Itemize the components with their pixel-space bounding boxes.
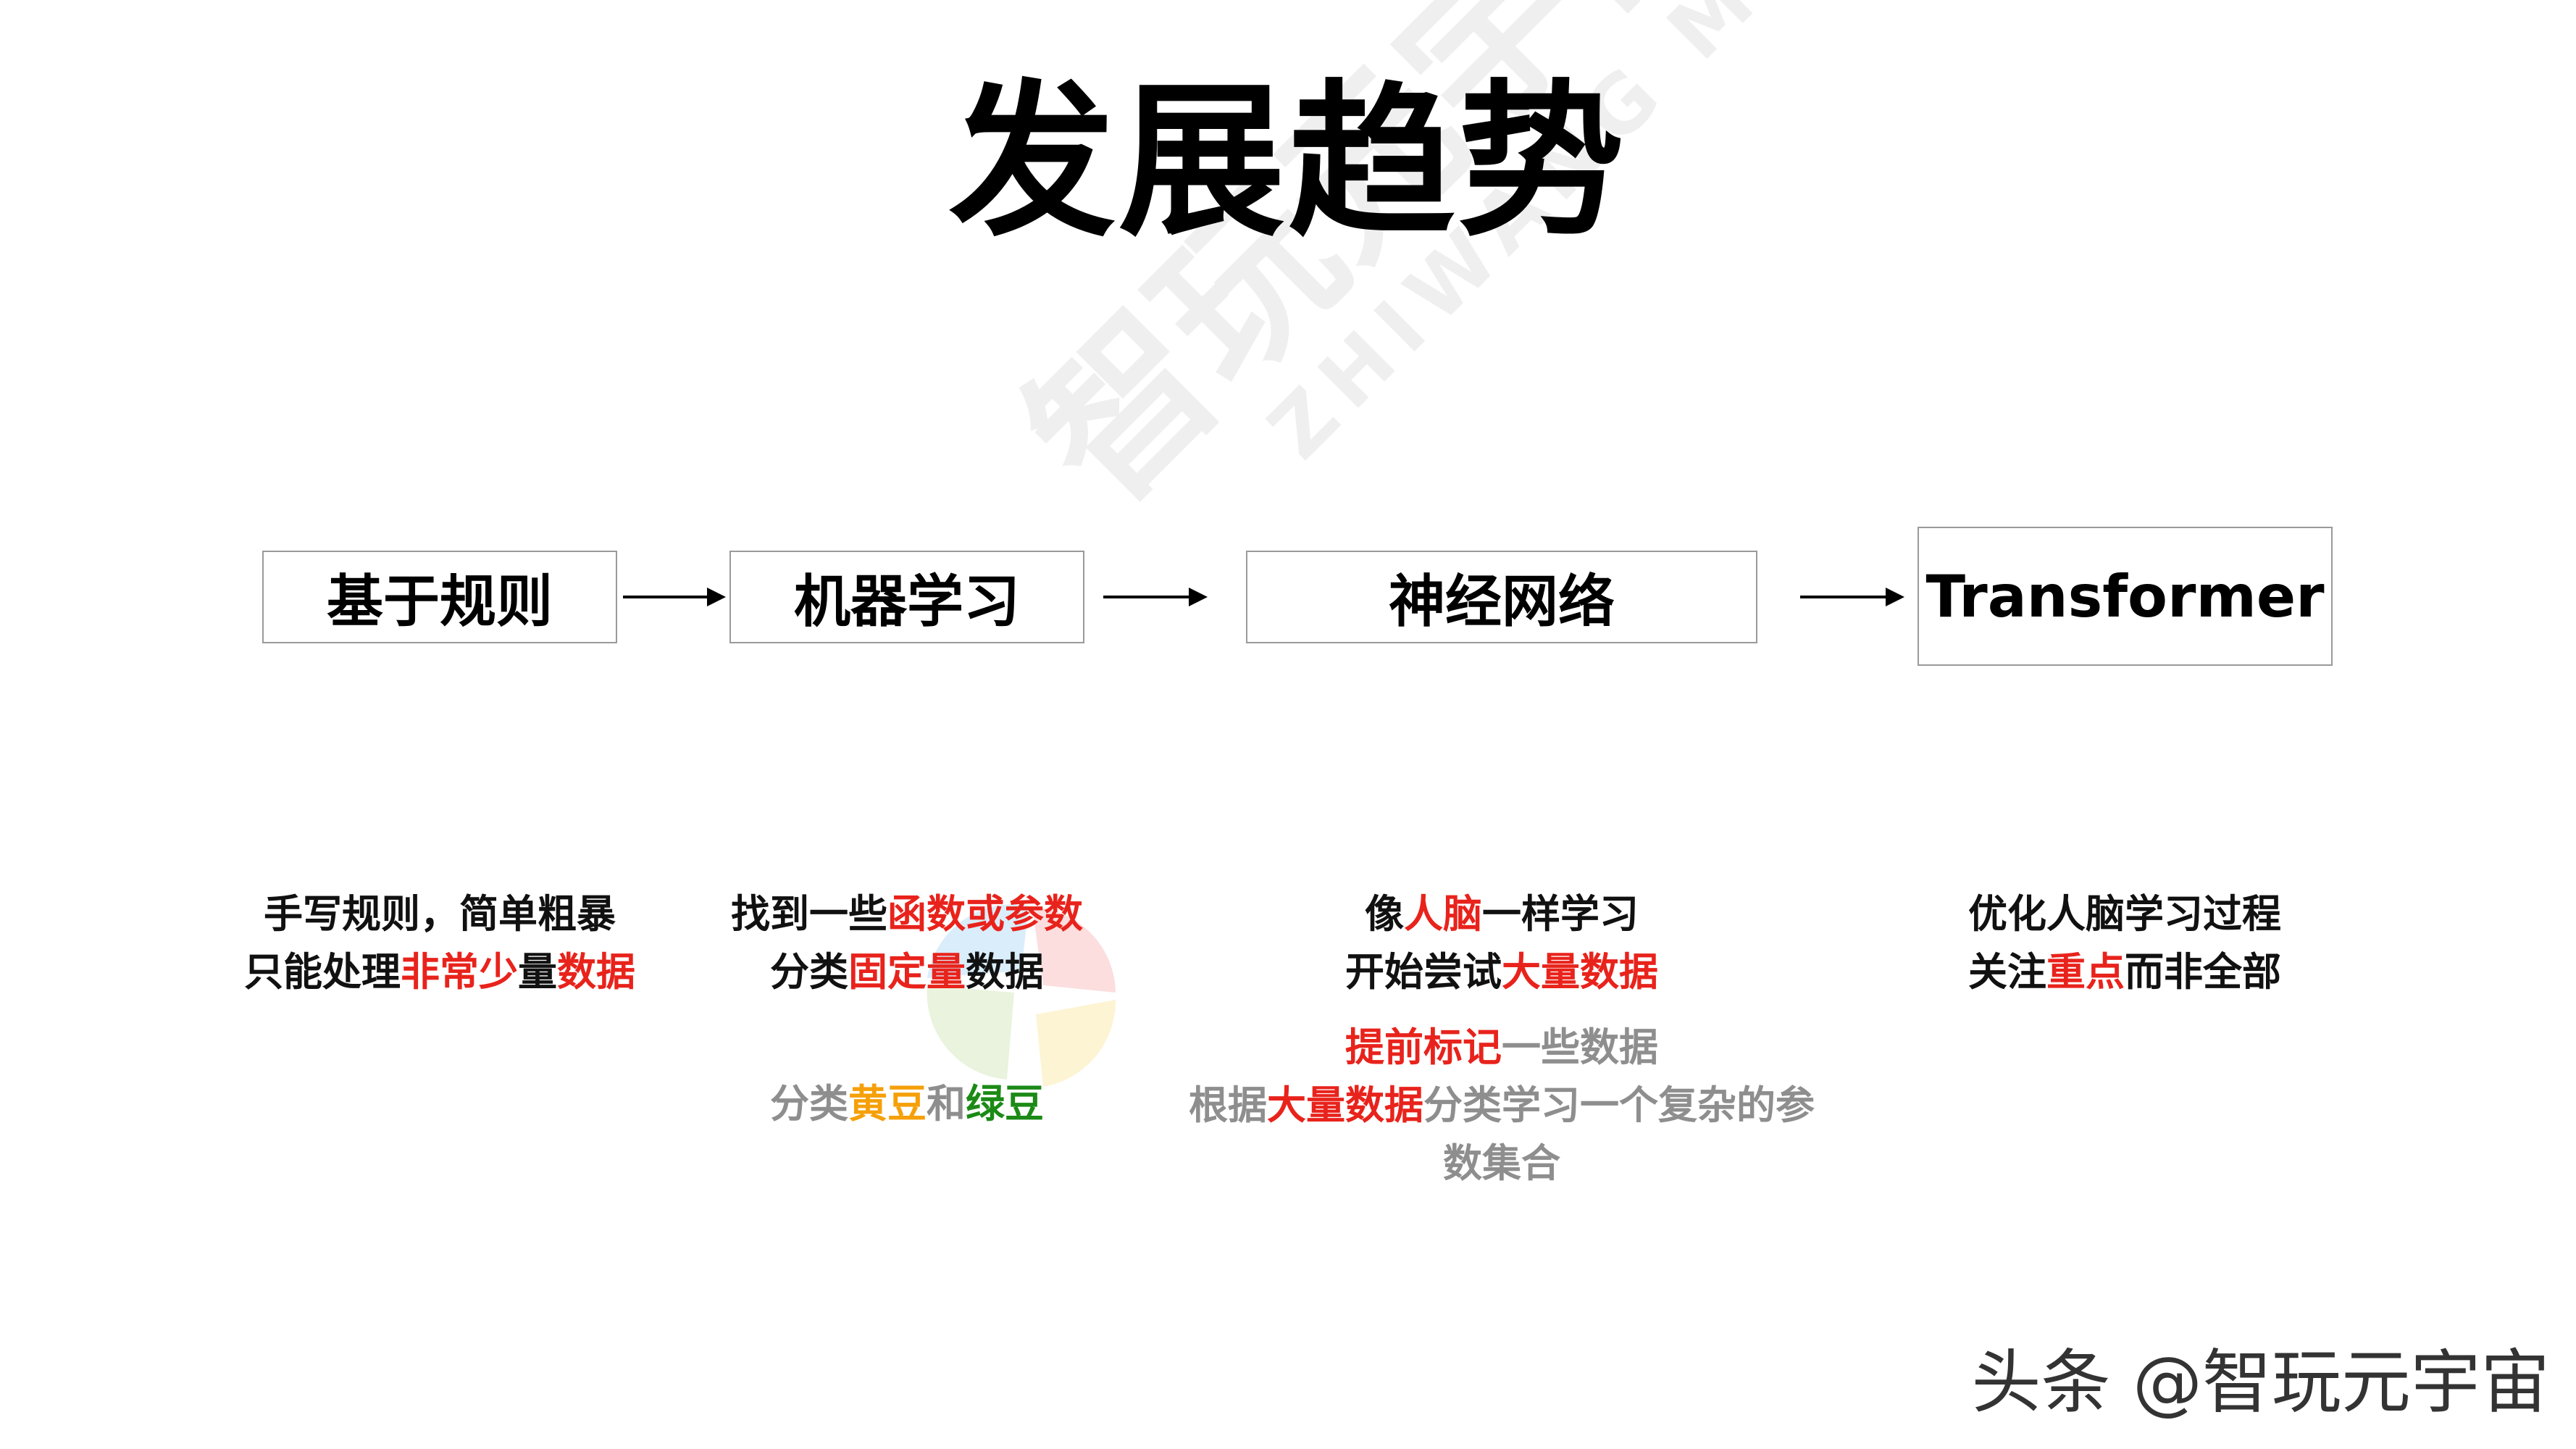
desc-rules-line2: 只能处理非常少量数据 [217,943,662,1001]
desc-nn-example: 提前标记一些数据 根据大量数据分类学习一个复杂的参 数集合 [1159,1019,1844,1193]
highlight: 非常少 [401,949,518,995]
highlight: 重点 [2046,949,2125,995]
stage-label-rules: 基于规则 [326,569,553,635]
stage-box-transformer: Transformer [1918,527,2333,666]
text: 数据 [966,949,1044,995]
text: 根据 [1189,1082,1267,1128]
desc-nn-example-line3: 数集合 [1443,1140,1560,1186]
text: 开始尝试 [1345,949,1502,995]
stage-label-nn: 神经网络 [1388,569,1615,635]
highlight: 大量数据 [1502,949,1658,995]
stage-box-rules: 基于规则 [262,551,617,643]
text: 和 [927,1081,966,1127]
desc-nn: 像人脑一样学习 开始尝试大量数据 [1174,885,1830,1001]
text: 找到一些 [731,891,887,937]
stage-label-transformer: Transformer [1925,562,2325,630]
text: 关注 [1968,949,2046,995]
desc-ml-example-line: 分类黄豆和绿豆 [690,1075,1124,1133]
desc-nn-example-line1: 提前标记一些数据 [1159,1019,1844,1077]
text: 量 [518,949,557,995]
footer-source-mark: 头条 @智玩元宇宙 [1971,1342,2550,1423]
stage-box-nn: 神经网络 [1246,551,1757,643]
desc-nn-example-line2: 根据大量数据分类学习一个复杂的参 [1159,1077,1844,1135]
highlight: 黄豆 [848,1081,927,1127]
text: 分类 [770,949,848,995]
highlight: 绿豆 [966,1081,1044,1127]
arrow-icon [1800,588,1904,606]
desc-ml-line2: 分类固定量数据 [690,943,1124,1001]
arrow-icon [1103,588,1208,606]
text: 只能处理 [244,949,401,995]
desc-ml: 找到一些函数或参数 分类固定量数据 [690,885,1124,1001]
desc-nn-line2: 开始尝试大量数据 [1174,943,1830,1001]
highlight: 函数或参数 [887,891,1083,937]
desc-transformer-line2: 关注重点而非全部 [1898,943,2351,1001]
text: 分类 [770,1081,848,1127]
text: 一样学习 [1482,891,1639,937]
highlight: 提前标记 [1345,1024,1502,1070]
highlight: 大量数据 [1267,1082,1423,1128]
desc-ml-line1: 找到一些函数或参数 [690,885,1124,943]
desc-nn-line1: 像人脑一样学习 [1174,885,1830,943]
text: 一些数据 [1502,1024,1658,1070]
text: 而非全部 [2125,949,2281,995]
desc-transformer: 优化人脑学习过程 关注重点而非全部 [1898,885,2351,1001]
page-title: 发展趋势 [948,66,1627,259]
highlight: 固定量 [848,949,966,995]
stage-label-ml: 机器学习 [793,569,1020,635]
desc-rules-line1: 手写规则，简单粗暴 [264,891,616,937]
stage-box-ml: 机器学习 [729,551,1084,643]
arrow-icon [623,588,726,606]
text: 分类学习一个复杂的参 [1423,1082,1815,1128]
desc-ml-example: 分类黄豆和绿豆 [690,1075,1124,1133]
desc-rules: 手写规则，简单粗暴 只能处理非常少量数据 [217,885,662,1001]
highlight: 数据 [557,949,635,995]
text: 像 [1365,891,1404,937]
highlight: 人脑 [1404,891,1482,937]
desc-transformer-line1: 优化人脑学习过程 [1968,891,2281,937]
